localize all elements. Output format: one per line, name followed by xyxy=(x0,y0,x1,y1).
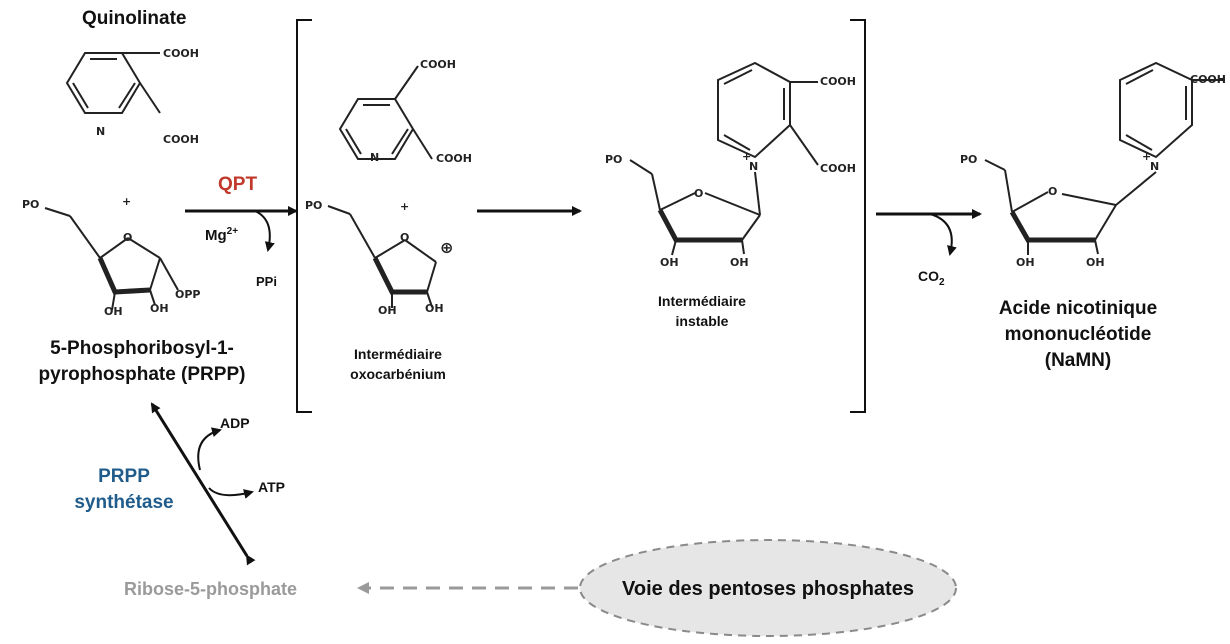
namn-structure xyxy=(984,61,1225,255)
bracket-right xyxy=(850,19,866,413)
label-co2: CO2 xyxy=(918,268,945,288)
oxo-cation: ⊕ xyxy=(440,238,454,257)
label-oxo-line1: Intermédiaire xyxy=(354,346,442,362)
arrow-ppi-release xyxy=(254,210,275,252)
arrow-atp xyxy=(208,487,254,499)
namn-n: N xyxy=(1150,160,1160,173)
inst-oh-2: OH xyxy=(730,256,749,269)
oxo-pyridine-structure xyxy=(338,65,433,160)
label-prs-line2: synthétase xyxy=(74,492,174,513)
pentose-ellipse xyxy=(579,539,957,637)
label-co2-sub: 2 xyxy=(939,276,945,288)
arrow-adp xyxy=(197,427,222,471)
prpp-po: PO xyxy=(22,198,40,211)
namn-oh-2: OH xyxy=(1086,256,1105,269)
inst-cooh-2: COOH xyxy=(820,162,856,175)
prpp-opp: OPP xyxy=(175,288,201,301)
namn-nplus: + xyxy=(1142,150,1152,163)
label-adp: ADP xyxy=(220,415,250,431)
oxo-ribose-structure xyxy=(327,205,437,308)
label-prs-line1: PRPP xyxy=(98,466,150,487)
namn-po: PO xyxy=(960,153,978,166)
prpp-structure xyxy=(44,207,179,311)
label-oxo-line2: oxocarbénium xyxy=(350,366,446,382)
label-prpp-line2: pyrophosphate (PRPP) xyxy=(38,364,246,385)
oxo-oh-2: OH xyxy=(425,302,444,315)
label-instable-line1: Intermédiaire xyxy=(658,293,746,309)
label-pentose-pathway: Voie des pentoses phosphates xyxy=(622,578,914,600)
namn-oh-1: OH xyxy=(1016,256,1035,269)
bracket-left xyxy=(296,19,312,413)
label-prpp-synthetase: PRPP synthétase xyxy=(74,464,173,516)
label-oxocarbenium: Intermédiaire oxocarbénium xyxy=(350,344,446,384)
oxo-cooh-2: COOH xyxy=(436,152,472,165)
inst-n: N xyxy=(749,160,759,173)
prpp-oh-1: OH xyxy=(104,305,123,318)
label-instable-line2: instable xyxy=(675,313,729,329)
label-prpp-line1: 5-Phosphoribosyl-1- xyxy=(50,338,234,359)
label-quinolinate: Quinolinate xyxy=(82,8,187,29)
label-ribose-5-phosphate: Ribose-5-phosphate xyxy=(124,579,298,599)
oxo-plus: + xyxy=(400,200,410,213)
oxo-po: PO xyxy=(305,199,323,212)
label-instable: Intermédiaire instable xyxy=(658,291,746,331)
label-namn-line2: mononucléotide xyxy=(1004,324,1152,345)
label-namn: Acide nicotinique mononucléotide (NaMN) xyxy=(999,296,1157,374)
oxo-n: N xyxy=(370,151,380,164)
oxo-oh-1: OH xyxy=(378,304,397,317)
inst-oh-1: OH xyxy=(660,256,679,269)
label-namn-line3: (NaMN) xyxy=(1044,350,1112,371)
quin-n: N xyxy=(96,125,106,138)
oxo-o: O xyxy=(400,231,410,244)
arrow-co2-release xyxy=(929,213,957,256)
label-namn-line1: Acide nicotinique xyxy=(998,298,1158,319)
prpp-oh-2: OH xyxy=(150,302,169,315)
quin-cooh-1: COOH xyxy=(163,47,199,60)
label-mg-charge: 2+ xyxy=(226,226,239,237)
namn-o: O xyxy=(1048,185,1058,198)
namn-cooh: COOH xyxy=(1190,73,1226,86)
label-mg: Mg2+ xyxy=(205,222,238,246)
arrow-prs xyxy=(150,402,256,566)
label-qpt: QPT xyxy=(218,174,258,195)
prpp-o: O xyxy=(123,231,133,244)
label-prpp: 5-Phosphoribosyl-1- pyrophosphate (PRPP) xyxy=(39,336,246,388)
oxo-cooh-1: COOH xyxy=(420,58,456,71)
label-atp: ATP xyxy=(258,479,285,495)
quinolinate-structure xyxy=(65,52,161,114)
inst-o: O xyxy=(694,187,704,200)
instable-structure xyxy=(629,61,819,256)
inst-cooh-1: COOH xyxy=(820,75,856,88)
prpp-plus: + xyxy=(122,195,132,208)
inst-po: PO xyxy=(605,153,623,166)
label-ppi: PPi xyxy=(256,274,277,289)
label-co2-main: CO xyxy=(918,268,939,284)
label-mg-text: Mg xyxy=(205,227,227,244)
inst-nplus: + xyxy=(742,150,752,163)
quin-cooh-2: COOH xyxy=(163,133,199,146)
